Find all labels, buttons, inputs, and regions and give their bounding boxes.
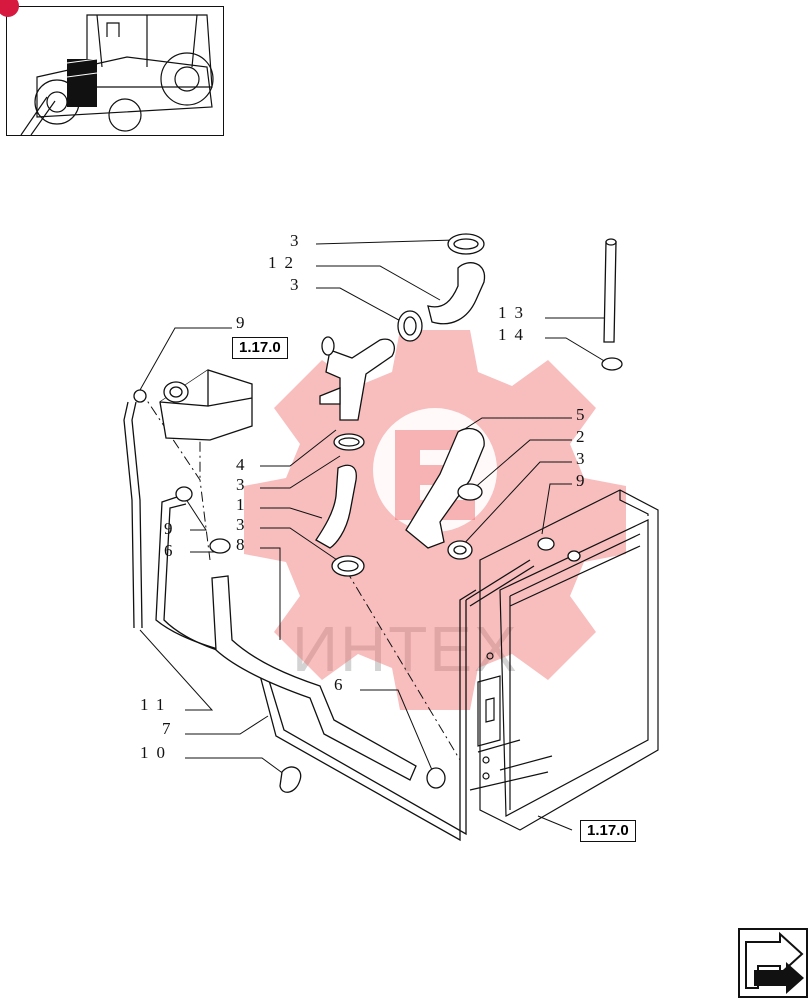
tractor-sketch bbox=[20, 14, 214, 136]
thumbnail-badge bbox=[0, 0, 19, 17]
callout-3-lower: 3 bbox=[236, 515, 253, 534]
callout-11: 11 bbox=[140, 695, 173, 714]
watermark-gear-mark bbox=[395, 430, 475, 520]
callout-3-right: 3 bbox=[576, 449, 593, 468]
callout-7: 7 bbox=[162, 719, 179, 738]
callout-3-mid: 3 bbox=[236, 475, 253, 494]
next-page-arrow-icon[interactable] bbox=[738, 928, 808, 998]
callout-1: 1 bbox=[236, 495, 253, 514]
watermark-text: ИНТЕХ bbox=[292, 612, 519, 686]
ref-link-top[interactable]: 1.17.0 bbox=[232, 337, 288, 359]
callout-5: 5 bbox=[576, 405, 593, 424]
expansion-tank bbox=[133, 369, 253, 441]
callout-2: 2 bbox=[576, 427, 593, 446]
thermostat-pipe bbox=[319, 336, 395, 451]
tractor-thumbnail[interactable] bbox=[0, 0, 224, 136]
callout-10: 10 bbox=[140, 743, 173, 762]
callout-3-upper: 3 bbox=[290, 275, 307, 294]
callout-6-bottom: 6 bbox=[334, 675, 351, 694]
callout-13: 13 bbox=[498, 303, 531, 322]
pipe-13 bbox=[601, 238, 623, 371]
right-hose bbox=[405, 427, 485, 560]
callout-4: 4 bbox=[236, 455, 253, 474]
callout-9-mid: 9 bbox=[164, 519, 181, 538]
callout-8: 8 bbox=[236, 535, 253, 554]
ref-link-bottom[interactable]: 1.17.0 bbox=[580, 820, 636, 842]
assembly-axes bbox=[139, 389, 461, 761]
upper-hose bbox=[397, 233, 486, 342]
lower-hose bbox=[211, 575, 446, 789]
callout-6-left: 6 bbox=[164, 541, 181, 560]
callout-14: 14 bbox=[498, 325, 531, 344]
middle-hose bbox=[315, 464, 365, 577]
hose-clamps bbox=[175, 486, 581, 793]
callout-3-top: 3 bbox=[290, 231, 307, 250]
callout-12: 12 bbox=[268, 253, 301, 272]
leader-lines bbox=[139, 239, 610, 831]
radiator bbox=[469, 489, 659, 831]
callout-9-right: 9 bbox=[576, 471, 593, 490]
callout-9-left: 9 bbox=[236, 313, 253, 332]
